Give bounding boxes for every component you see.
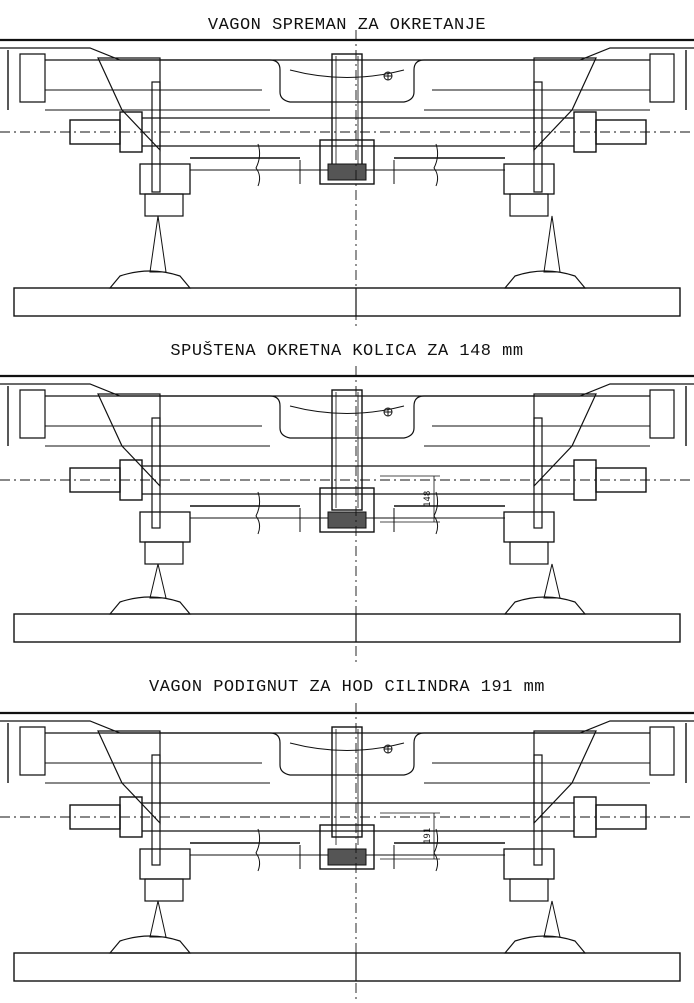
frame-web bbox=[45, 395, 650, 439]
support-cone-left bbox=[149, 215, 167, 273]
cylinder-walls bbox=[299, 845, 395, 869]
ground-rail bbox=[13, 613, 681, 643]
rail-pad-left bbox=[108, 935, 192, 954]
spring-right bbox=[509, 878, 549, 902]
center-curve bbox=[289, 69, 405, 78]
spring-left bbox=[144, 541, 184, 565]
frame-end-left bbox=[19, 389, 46, 439]
support-cone-left bbox=[149, 563, 167, 599]
ground-rail bbox=[13, 287, 681, 317]
rail-pad-right bbox=[503, 935, 587, 954]
wagon-drawing: 148 bbox=[0, 366, 694, 664]
support-cone-right bbox=[543, 563, 561, 599]
cylinder-housing bbox=[319, 824, 375, 870]
ground-rail bbox=[13, 952, 681, 982]
spring-left bbox=[144, 193, 184, 217]
axle-box-right bbox=[595, 804, 647, 830]
dimension-value: 191 bbox=[423, 828, 433, 844]
rail-pad-left bbox=[108, 596, 192, 615]
bracket-left bbox=[97, 730, 161, 825]
rail-pad-right bbox=[503, 270, 587, 289]
bracket-post-left bbox=[151, 754, 161, 866]
side-frame-left bbox=[139, 163, 191, 195]
side-frame-right bbox=[503, 511, 555, 543]
wagon-drawing: 191 bbox=[0, 703, 694, 1001]
panel-ready: VAGON SPREMAN ZA OKRETANJE bbox=[0, 0, 694, 330]
cylinder-housing bbox=[319, 487, 375, 533]
panel-lowered: SPUŠTENA OKRETNA KOLICA ZA 148 mm 148 bbox=[0, 330, 694, 664]
frame-flange bbox=[0, 47, 694, 61]
axle-hub-left bbox=[119, 111, 143, 153]
bracket-post-right bbox=[533, 417, 543, 529]
dimension-value: 148 bbox=[423, 491, 433, 507]
break-line-right bbox=[433, 491, 439, 535]
pivot-column bbox=[331, 726, 363, 838]
bracket-post-left bbox=[151, 417, 161, 529]
axle-box-right bbox=[595, 467, 647, 493]
panel-title: VAGON SPREMAN ZA OKRETANJE bbox=[207, 16, 487, 35]
cylinder-walls bbox=[299, 160, 395, 184]
pivot-column bbox=[331, 53, 363, 175]
wagon-drawing bbox=[0, 30, 694, 328]
pivot-column bbox=[331, 389, 363, 511]
frame-end-right bbox=[649, 53, 675, 103]
spring-right bbox=[509, 193, 549, 217]
break-line-right bbox=[433, 143, 439, 187]
center-curve bbox=[289, 405, 405, 414]
break-line-left bbox=[255, 828, 261, 872]
axle-hub-left bbox=[119, 459, 143, 501]
break-line-right bbox=[433, 828, 439, 872]
rail-pad-left bbox=[108, 270, 192, 289]
frame-web bbox=[45, 732, 650, 776]
cylinder-walls bbox=[299, 508, 395, 532]
cylinder-seal bbox=[327, 511, 367, 529]
panel-lifted: VAGON PODIGNUT ZA HOD CILINDRA 191 mm 19… bbox=[0, 665, 694, 1001]
support-cone-left bbox=[149, 900, 167, 938]
support-cone-right bbox=[543, 215, 561, 273]
center-curve bbox=[289, 742, 405, 751]
side-frame-right bbox=[503, 848, 555, 880]
panel-title: VAGON PODIGNUT ZA HOD CILINDRA 191 mm bbox=[149, 678, 545, 697]
bracket-post-right bbox=[533, 754, 543, 866]
frame-web bbox=[45, 59, 650, 103]
frame-end-right bbox=[649, 389, 675, 439]
bracket-post-left bbox=[151, 81, 161, 193]
bracket-right bbox=[533, 57, 597, 152]
panel-title: SPUŠTENA OKRETNA KOLICA ZA 148 mm bbox=[170, 342, 524, 361]
frame-end-left bbox=[19, 726, 46, 776]
spring-left bbox=[144, 878, 184, 902]
cylinder-housing bbox=[319, 139, 375, 185]
spring-right bbox=[509, 541, 549, 565]
cylinder-seal bbox=[327, 848, 367, 866]
cylinder-seal bbox=[327, 163, 367, 181]
axle-box-right bbox=[595, 119, 647, 145]
frame-end-left bbox=[19, 53, 46, 103]
frame-end-right bbox=[649, 726, 675, 776]
axle-hub-left bbox=[119, 796, 143, 838]
side-frame-right bbox=[503, 163, 555, 195]
support-cone-right bbox=[543, 900, 561, 938]
side-frame-left bbox=[139, 848, 191, 880]
bracket-right bbox=[533, 393, 597, 488]
bracket-post-right bbox=[533, 81, 543, 193]
bracket-left bbox=[97, 57, 161, 152]
break-line-left bbox=[255, 143, 261, 187]
rail-pad-right bbox=[503, 596, 587, 615]
bracket-right bbox=[533, 730, 597, 825]
bracket-left bbox=[97, 393, 161, 488]
frame-flange bbox=[0, 383, 694, 397]
side-frame-left bbox=[139, 511, 191, 543]
frame-flange bbox=[0, 720, 694, 734]
break-line-left bbox=[255, 491, 261, 535]
